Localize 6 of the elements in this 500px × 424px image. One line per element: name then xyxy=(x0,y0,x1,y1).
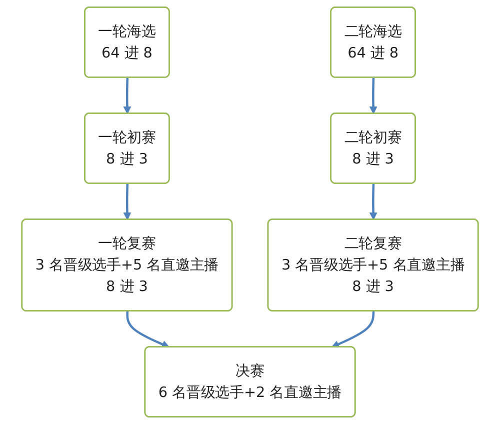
arrow xyxy=(126,311,170,348)
arrow xyxy=(123,78,132,114)
arrow xyxy=(331,311,375,348)
arrow xyxy=(123,184,132,220)
arrow xyxy=(369,78,378,114)
arrow xyxy=(369,184,378,220)
